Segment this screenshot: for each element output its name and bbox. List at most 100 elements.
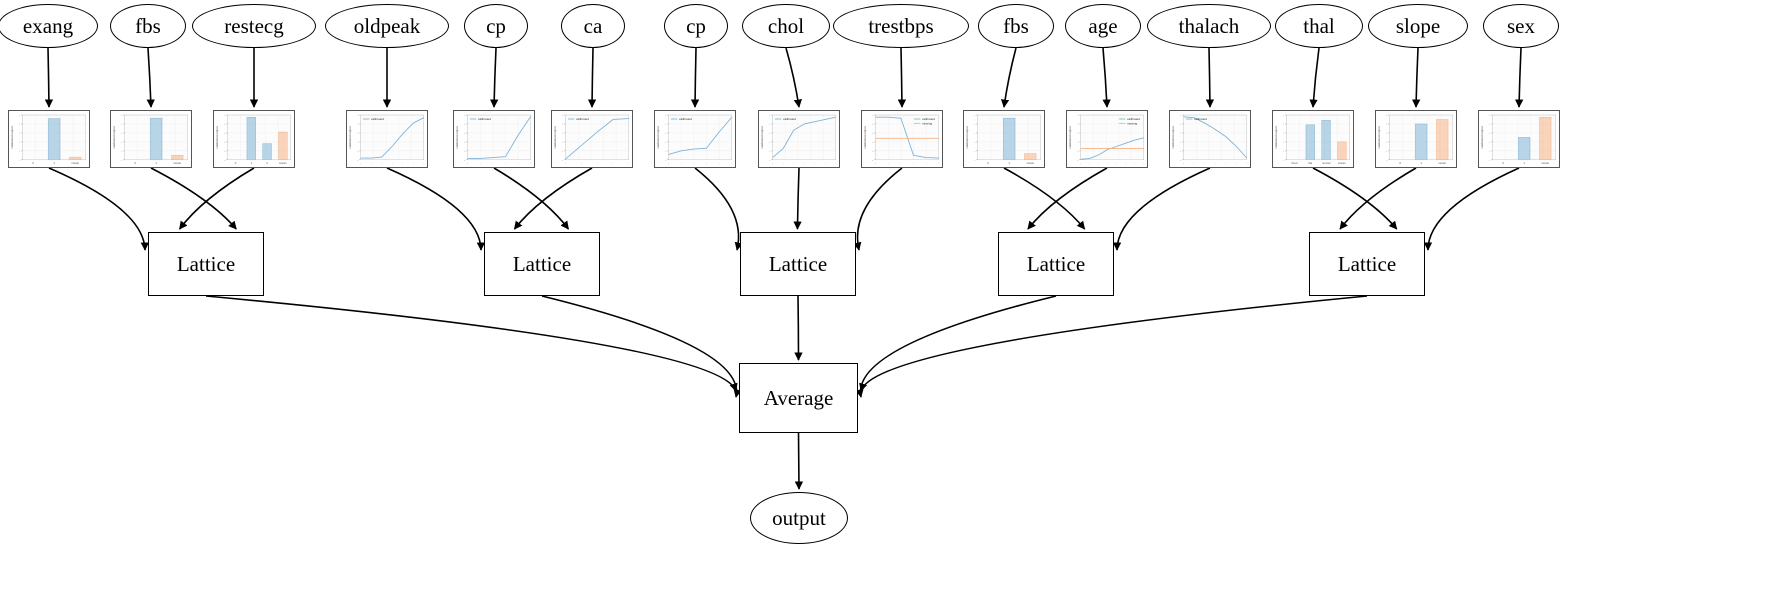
svg-text:-: - bbox=[1283, 122, 1284, 126]
edge-plot-to-lattice-thalach bbox=[1112, 167, 1211, 251]
svg-text:-: - bbox=[665, 158, 666, 162]
feature-node-sex[interactable]: sex bbox=[1483, 4, 1559, 48]
svg-text:-: - bbox=[814, 161, 815, 165]
lattice-node-4[interactable]: Lattice bbox=[1309, 232, 1425, 296]
edge-feature-to-plot-thalach bbox=[1205, 47, 1215, 108]
feature-node-cp[interactable]: cp bbox=[664, 4, 728, 48]
svg-text:-: - bbox=[872, 149, 873, 153]
svg-text:-: - bbox=[360, 161, 361, 165]
svg-text:-: - bbox=[224, 113, 225, 117]
feature-node-chol[interactable]: chol bbox=[742, 4, 830, 48]
calibration-plot-cp-6[interactable]: ------calibrated output------calibrated bbox=[654, 110, 736, 168]
svg-text:-: - bbox=[628, 161, 629, 165]
svg-text:-: - bbox=[121, 158, 122, 162]
calibration-plot-thalach-11[interactable]: ------calibrated output-------calibrated bbox=[1169, 110, 1251, 168]
svg-text:calibrated output: calibrated output bbox=[1480, 126, 1484, 148]
svg-text:-: - bbox=[706, 161, 707, 165]
svg-text:normal: normal bbox=[1322, 161, 1331, 165]
svg-text:calibrated: calibrated bbox=[922, 117, 935, 121]
lattice-node-0[interactable]: Lattice bbox=[148, 232, 264, 296]
svg-text:-: - bbox=[464, 158, 465, 162]
feature-node-ca[interactable]: ca bbox=[561, 4, 625, 48]
svg-text:missin: missin bbox=[71, 161, 79, 165]
svg-text:-: - bbox=[926, 161, 927, 165]
svg-text:calibrated output: calibrated output bbox=[760, 126, 764, 148]
feature-node-restecg[interactable]: restecg bbox=[192, 4, 316, 48]
svg-text:-: - bbox=[357, 113, 358, 117]
feature-node-fbs[interactable]: fbs bbox=[110, 4, 186, 48]
svg-text:-: - bbox=[1077, 140, 1078, 144]
edge-feature-to-plot-cp bbox=[490, 47, 499, 108]
svg-text:-: - bbox=[464, 140, 465, 144]
calibration-plot-oldpeak-3[interactable]: ------calibrated output-------calibrated bbox=[346, 110, 428, 168]
feature-node-trestbps[interactable]: trestbps bbox=[833, 4, 969, 48]
svg-text:-: - bbox=[1283, 140, 1284, 144]
feature-node-fbs[interactable]: fbs bbox=[978, 4, 1054, 48]
svg-text:missin: missin bbox=[1026, 161, 1034, 165]
svg-text:calibrated: calibrated bbox=[1127, 117, 1140, 121]
svg-text:-: - bbox=[19, 113, 20, 117]
svg-text:missin: missin bbox=[1541, 161, 1549, 165]
lattice-node-3[interactable]: Lattice bbox=[998, 232, 1114, 296]
svg-text:calibrated output: calibrated output bbox=[10, 126, 14, 148]
edge-lattice-to-average-2 bbox=[794, 295, 803, 361]
svg-text:-: - bbox=[1489, 149, 1490, 153]
svg-text:-: - bbox=[1125, 161, 1126, 165]
svg-text:-: - bbox=[597, 161, 598, 165]
feature-node-cp[interactable]: cp bbox=[464, 4, 528, 48]
feature-node-thalach[interactable]: thalach bbox=[1147, 4, 1271, 48]
svg-text:calibrated: calibrated bbox=[576, 117, 589, 121]
svg-text:-: - bbox=[668, 161, 669, 165]
svg-text:-: - bbox=[1386, 131, 1387, 135]
svg-text:-: - bbox=[872, 122, 873, 126]
feature-node-thal[interactable]: thal bbox=[1275, 4, 1363, 48]
calibration-plot-age-10[interactable]: ------calibrated output--------calibrate… bbox=[1066, 110, 1148, 168]
feature-node-label: sex bbox=[1507, 13, 1535, 38]
svg-text:-: - bbox=[772, 161, 773, 165]
svg-text:-: - bbox=[562, 131, 563, 135]
output-node-label: output bbox=[772, 505, 826, 530]
calibration-plot-cp-4[interactable]: ------calibrated output------calibrated bbox=[453, 110, 535, 168]
feature-node-label: slope bbox=[1395, 13, 1441, 38]
svg-text:-: - bbox=[357, 122, 358, 126]
svg-text:-: - bbox=[1215, 161, 1216, 165]
svg-text:-: - bbox=[423, 161, 424, 165]
svg-text:-: - bbox=[938, 161, 939, 165]
lattice-node-1[interactable]: Lattice bbox=[484, 232, 600, 296]
svg-text:1: 1 bbox=[155, 161, 157, 165]
svg-text:flat: flat bbox=[1308, 161, 1312, 165]
calibration-plot-ca-5[interactable]: ------calibrated output-----calibrated bbox=[551, 110, 633, 168]
edge-feature-to-plot-ca bbox=[587, 47, 597, 108]
svg-text:-: - bbox=[769, 122, 770, 126]
svg-text:-: - bbox=[562, 140, 563, 144]
feature-node-slope[interactable]: slope bbox=[1368, 4, 1468, 48]
average-node[interactable]: Average bbox=[739, 363, 858, 433]
svg-text:missing: missing bbox=[922, 122, 933, 126]
calibration-plot-chol-7[interactable]: ------calibrated output-------calibrated bbox=[758, 110, 840, 168]
lattice-node-label: Lattice bbox=[512, 251, 572, 276]
svg-text:-: - bbox=[1489, 140, 1490, 144]
svg-text:-: - bbox=[224, 122, 225, 126]
edge-feature-to-plot-trestbps bbox=[897, 47, 907, 108]
feature-node-oldpeak[interactable]: oldpeak bbox=[325, 4, 449, 48]
feature-node-label: age bbox=[1088, 13, 1118, 38]
svg-text:-: - bbox=[1077, 149, 1078, 153]
edge-feature-to-plot-age bbox=[1102, 47, 1111, 108]
feature-node-label: oldpeak bbox=[353, 13, 421, 38]
feature-node-exang[interactable]: exang bbox=[0, 4, 98, 48]
feature-node-age[interactable]: age bbox=[1065, 4, 1141, 48]
svg-text:-: - bbox=[1386, 149, 1387, 153]
feature-node-label: exang bbox=[22, 13, 74, 38]
output-node[interactable]: output bbox=[750, 492, 848, 544]
svg-text:0: 0 bbox=[32, 161, 34, 165]
lattice-node-2[interactable]: Lattice bbox=[740, 232, 856, 296]
svg-text:0: 0 bbox=[235, 161, 237, 165]
